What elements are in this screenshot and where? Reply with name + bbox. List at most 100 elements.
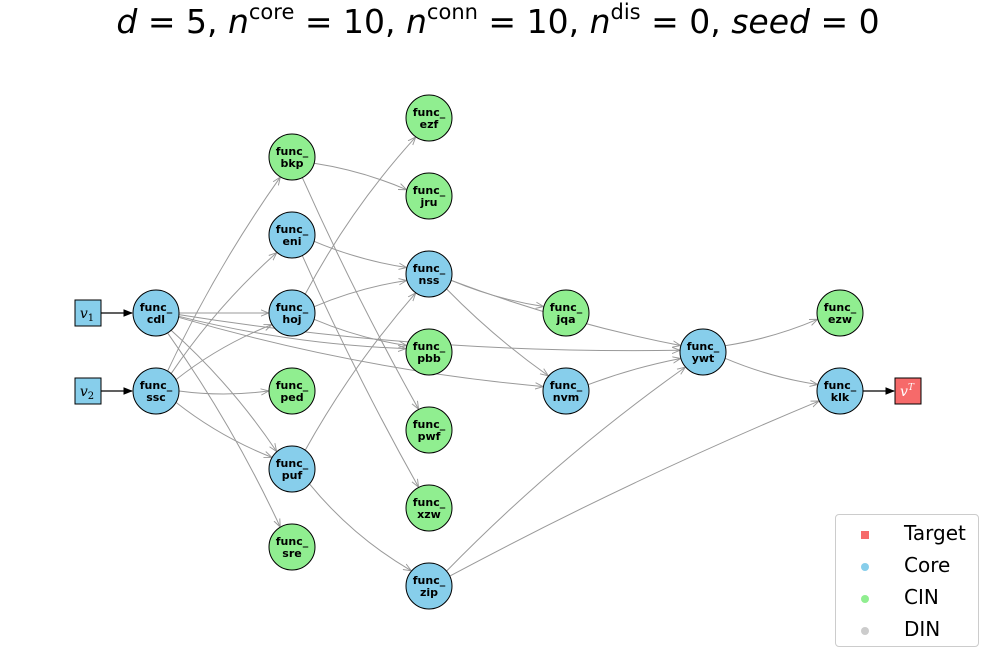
node-klk-line2: klk — [831, 391, 850, 404]
node-pwf: func_pwf — [405, 406, 453, 454]
edge-puf-nss — [304, 294, 415, 451]
node-ssc-line2: ssc — [146, 391, 166, 404]
node-nss: func_nss — [405, 250, 453, 298]
legend-marker-target — [861, 531, 869, 539]
legend-item-core: Core — [836, 550, 978, 582]
node-puf-line1: func_ — [276, 457, 309, 470]
node-puf-line2: puf — [282, 469, 303, 482]
node-hoj-line2: hoj — [282, 313, 301, 326]
node-jru-line1: func_ — [413, 184, 446, 197]
node-v2: v2 — [74, 377, 102, 405]
node-ywt-line2: ywt — [692, 352, 715, 365]
edge-zip-ywt — [446, 368, 685, 572]
node-puf-circle — [268, 445, 316, 493]
node-nvm: func_nvm — [542, 367, 590, 415]
node-ezf-line1: func_ — [413, 106, 446, 119]
edge-hoj-pbb — [313, 318, 406, 345]
node-ssc: func_ssc — [132, 367, 180, 415]
legend-label-target: Target — [904, 521, 966, 545]
node-pbb: func_pbb — [405, 328, 453, 376]
node-v2-box — [74, 377, 102, 405]
node-bkp-line1: func_ — [276, 145, 309, 158]
nodes-layer: v1v2func_cdlfunc_sscfunc_bkpfunc_enifunc… — [74, 94, 922, 610]
edge-ywt-klk — [724, 357, 817, 384]
node-v1-base: v — [80, 306, 88, 322]
node-zip-circle — [405, 562, 453, 610]
edge-ssc-puf — [175, 402, 271, 457]
legend-marker-cin — [861, 595, 869, 603]
edge-ywt-ezw — [725, 320, 817, 347]
node-sre: func_sre — [268, 523, 316, 571]
node-jqa-line1: func_ — [550, 301, 583, 314]
node-pbb-line2: pbb — [417, 352, 441, 365]
node-vT-base: v — [900, 384, 908, 400]
node-pbb-line1: func_ — [413, 340, 446, 353]
node-vT: vT — [894, 377, 922, 405]
edge-hoj-nss — [313, 281, 406, 308]
legend-item-din: DIN — [836, 614, 978, 646]
legend-marker-din — [861, 627, 869, 635]
node-sre-circle — [268, 523, 316, 571]
node-ywt-circle — [679, 328, 727, 376]
edge-bkp-jru — [314, 162, 406, 189]
node-ezf-circle — [405, 94, 453, 142]
edge-ssc-bkp — [167, 178, 280, 372]
node-jru-circle — [405, 172, 453, 220]
node-pwf-line1: func_ — [413, 418, 446, 431]
node-hoj-line1: func_ — [276, 301, 309, 314]
edge-zip-klk — [449, 401, 819, 577]
node-xzw-line2: xzw — [417, 508, 441, 521]
node-ezw-line1: func_ — [824, 301, 857, 314]
node-eni: func_eni — [268, 211, 316, 259]
edge-cdl-sre — [167, 332, 280, 526]
node-v1: v1 — [74, 299, 102, 327]
legend-label-core: Core — [904, 553, 951, 577]
node-ssc-line1: func_ — [140, 379, 173, 392]
node-ped-line2: ped — [280, 391, 303, 404]
node-bkp-line2: bkp — [280, 157, 303, 170]
edge-eni-nss — [313, 240, 406, 267]
node-v1-box — [74, 299, 102, 327]
edge-cdl-nvm — [178, 316, 543, 386]
node-vT-box — [894, 377, 922, 405]
node-ezw-line2: ezw — [828, 313, 852, 326]
node-xzw: func_xzw — [405, 484, 453, 532]
edge-nss-nvm — [446, 288, 548, 376]
node-klk-circle — [816, 367, 864, 415]
legend-marker-core — [861, 563, 869, 571]
node-jru-line2: jru — [419, 196, 437, 209]
node-ssc-circle — [132, 367, 180, 415]
node-eni-circle — [268, 211, 316, 259]
node-jqa: func_jqa — [542, 289, 590, 337]
node-sre-line2: sre — [282, 547, 301, 560]
node-v2-base: v — [80, 384, 88, 400]
node-pwf-circle — [405, 406, 453, 454]
node-bkp-circle — [268, 133, 316, 181]
edge-ssc-hoj — [175, 325, 271, 380]
node-ezw-circle — [816, 289, 864, 337]
node-cdl: func_cdl — [132, 289, 180, 337]
node-sre-line1: func_ — [276, 535, 309, 548]
node-xzw-line1: func_ — [413, 496, 446, 509]
node-nss-line1: func_ — [413, 262, 446, 275]
edge-puf-zip — [309, 483, 411, 571]
node-vT-text: vT — [900, 383, 915, 400]
node-zip-line2: zip — [420, 586, 438, 599]
node-ywt-line1: func_ — [687, 340, 720, 353]
edge-cdl-puf — [170, 329, 276, 451]
node-cdl-circle — [132, 289, 180, 337]
node-vT-script: T — [908, 383, 915, 393]
node-v2-script: 2 — [88, 391, 94, 402]
edge-ssc-eni — [170, 253, 276, 374]
node-cdl-line1: func_ — [140, 301, 173, 314]
node-jqa-line2: jqa — [555, 313, 575, 326]
node-v1-text: v1 — [80, 306, 94, 324]
node-pbb-circle — [405, 328, 453, 376]
node-nss-circle — [405, 250, 453, 298]
legend-label-cin: CIN — [904, 585, 939, 609]
node-bkp: func_bkp — [268, 133, 316, 181]
node-ezf: func_ezf — [405, 94, 453, 142]
node-eni-line1: func_ — [276, 223, 309, 236]
